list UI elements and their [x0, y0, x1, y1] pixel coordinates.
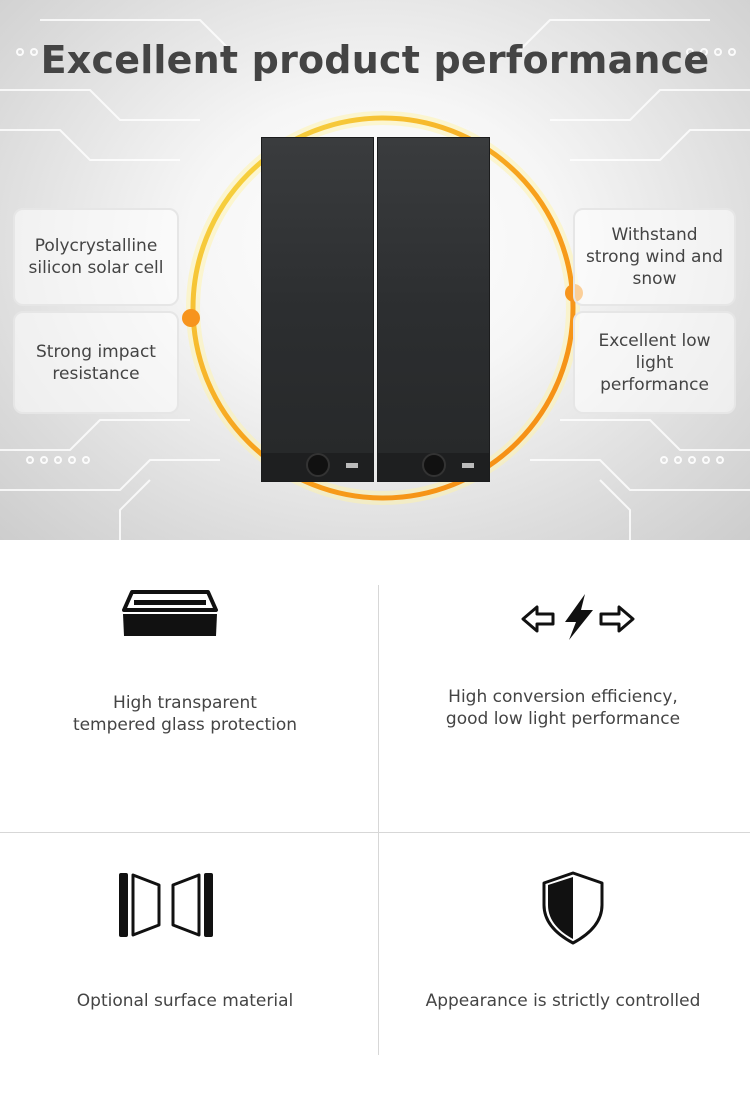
page-title: Excellent product performance — [40, 38, 710, 82]
junction-box-icon — [306, 453, 330, 477]
hero-banner: Excellent product performance Polycrysta… — [0, 0, 750, 540]
feature-label: High conversion efficiency, good low lig… — [445, 687, 681, 729]
feature-label: High transparent tempered glass protecti… — [72, 693, 298, 735]
junction-box-icon — [422, 453, 446, 477]
feature-label: Appearance is strictly controlled — [425, 991, 701, 1011]
feature-box-impact: Strong impact resistance — [13, 311, 179, 414]
circuit-background — [0, 19, 750, 540]
grid-divider-vertical — [378, 585, 379, 1055]
feature-label: Optional surface material — [76, 991, 294, 1011]
solar-panel-left — [261, 137, 374, 482]
shield-icon — [542, 871, 604, 945]
feature-box-wind-snow: Withstand strong wind and snow — [573, 208, 736, 306]
surface-material-icon — [119, 873, 213, 937]
conversion-bolt-arrows-icon — [521, 594, 635, 640]
ring-node-left — [182, 309, 200, 327]
feature-box-polycrystalline: Polycrystalline silicon solar cell — [13, 208, 179, 306]
grid-divider-horizontal — [0, 832, 750, 833]
solar-panel-right — [377, 137, 490, 482]
feature-box-low-light: Excellent low light performance — [573, 311, 736, 414]
tempered-glass-icon — [122, 590, 218, 636]
glowing-ring — [182, 111, 583, 505]
